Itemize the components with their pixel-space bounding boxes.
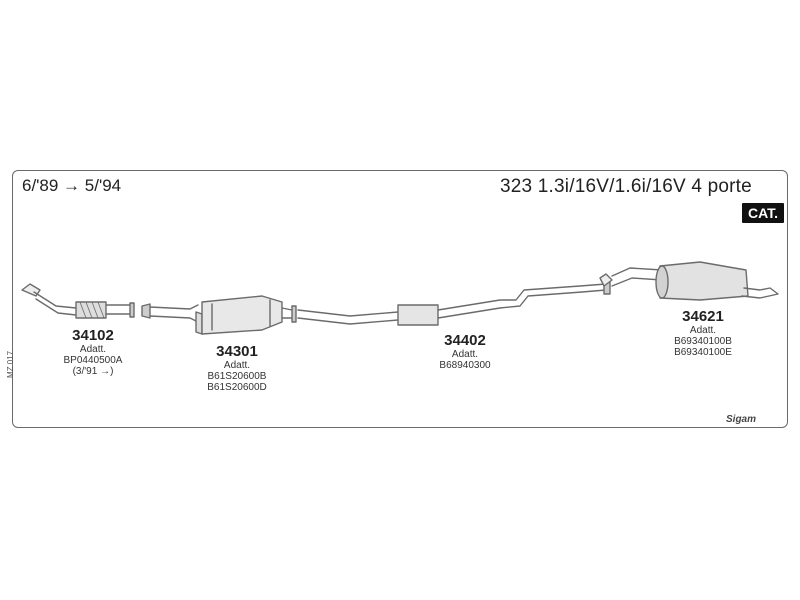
brand-logo: Sigam <box>726 414 757 425</box>
part-code: 34102 <box>72 327 114 344</box>
diagram-side-code: MZ 017 <box>6 350 15 378</box>
part-ref: B68940300 <box>439 360 491 371</box>
part-34301: 34301 Adatt. B61S20600B B61S20600D <box>192 343 282 394</box>
part-note: Adatt. <box>79 344 107 355</box>
part-ref: B61S20600D <box>207 382 267 393</box>
vehicle-model-title: 323 1.3i/16V/1.6i/16V 4 porte <box>500 176 752 197</box>
part-note: Adatt. <box>223 360 251 371</box>
front-pipe-part <box>21 283 135 319</box>
catalytic-converter-part <box>141 295 297 335</box>
part-ref: BP0440500A <box>63 355 123 366</box>
part-ref: (3/'91 →) <box>72 366 114 377</box>
part-note: Adatt. <box>689 325 717 336</box>
cat-badge: CAT. <box>742 203 785 223</box>
rear-silencer-part <box>599 261 779 301</box>
part-code: 34402 <box>444 332 486 349</box>
part-code: 34301 <box>216 343 258 360</box>
part-ref: B69340100E <box>674 347 732 358</box>
part-34621: 34621 Adatt. B69340100B B69340100E <box>658 308 748 359</box>
part-34102: 34102 Adatt. BP0440500A (3/'91 →) <box>48 327 138 378</box>
middle-pipe-part <box>297 279 611 326</box>
part-ref: B61S20600B <box>207 371 267 382</box>
part-ref: B69340100B <box>674 336 732 347</box>
part-code: 34621 <box>682 308 724 325</box>
diagram-frame <box>12 170 788 428</box>
production-dates: 6/'89 → 5/'94 <box>22 176 122 195</box>
part-34402: 34402 Adatt. B68940300 <box>420 332 510 372</box>
part-note: Adatt. <box>451 349 479 360</box>
